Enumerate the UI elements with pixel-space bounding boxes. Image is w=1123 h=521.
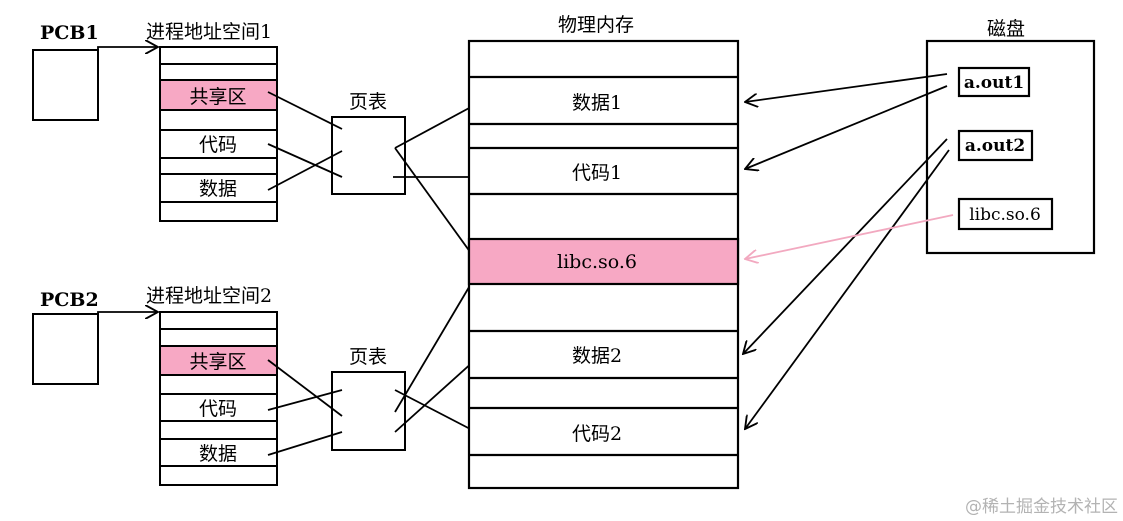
pcb2-label: PCB2	[40, 289, 99, 311]
page-table1-box	[331, 116, 406, 195]
memory-data2-label: 数据2	[572, 345, 622, 367]
address-space1-data-label: 数据	[199, 178, 237, 200]
address-space1: 共享区 代码 数据	[159, 46, 278, 222]
physical-memory: 物理内存 数据1 代码1 libc.so.6 数据2 代码2	[467, 14, 740, 490]
process2-group: PCB2 进程地址空间2 共享区 代码 数据 页表	[32, 271, 485, 486]
disk-file-aout2	[957, 129, 1034, 162]
disk-file-aout1-label: a.out1	[964, 73, 1024, 93]
memory-code1-label: 代码1	[572, 162, 622, 184]
address-space2-data-label: 数据	[199, 443, 237, 465]
disk-file-aout2-label: a.out2	[965, 136, 1025, 156]
load-arrows	[743, 73, 954, 429]
pcb2-box	[32, 313, 99, 385]
address-space2-title: 进程地址空间2	[146, 285, 272, 307]
watermark: @稀土掘金技术社区	[965, 497, 1118, 517]
pcb1-label: PCB1	[40, 22, 99, 44]
disk-file-aout1	[957, 66, 1031, 98]
address-space2: 共享区 代码 数据	[159, 311, 278, 486]
page-table1-label: 页表	[349, 91, 387, 113]
page-table2-box	[331, 371, 406, 451]
disk: 磁盘 a.out1 a.out2 libc.so.6	[925, 18, 1096, 255]
memory-libc-label: libc.so.6	[557, 251, 637, 273]
disk-title: 磁盘	[987, 18, 1025, 40]
address-space1-shared-row	[159, 79, 278, 111]
address-space1-title: 进程地址空间1	[146, 21, 272, 43]
memory-code2-label: 代码2	[572, 423, 622, 445]
arrow-aout1-to-data1	[745, 73, 948, 102]
pcb1-box	[32, 49, 99, 121]
arrow-aout2-to-data2	[743, 138, 948, 354]
memory-data1-label: 数据1	[572, 92, 622, 114]
process1-group: PCB1 进程地址空间1 共享区 代码 数据 页表	[32, 21, 485, 268]
memory-libc-block	[467, 237, 740, 286]
pcb1-to-space-arrow	[97, 47, 158, 50]
address-space2-shared-label: 共享区	[189, 351, 246, 373]
address-space1-shared-label: 共享区	[189, 86, 246, 108]
physical-memory-title: 物理内存	[558, 14, 634, 36]
page-table2-label: 页表	[349, 346, 387, 368]
address-space1-code-label: 代码	[199, 134, 237, 156]
address-space2-code-label: 代码	[199, 398, 237, 420]
pcb2-to-space-arrow	[97, 312, 158, 314]
address-space2-shared-row	[159, 345, 278, 376]
arrow-libc-to-memory	[745, 214, 954, 259]
disk-file-libc	[957, 197, 1054, 231]
arrow-aout2-to-code2	[745, 149, 950, 429]
disk-file-libc-label: libc.so.6	[969, 205, 1041, 225]
arrow-aout1-to-code1	[745, 85, 948, 169]
